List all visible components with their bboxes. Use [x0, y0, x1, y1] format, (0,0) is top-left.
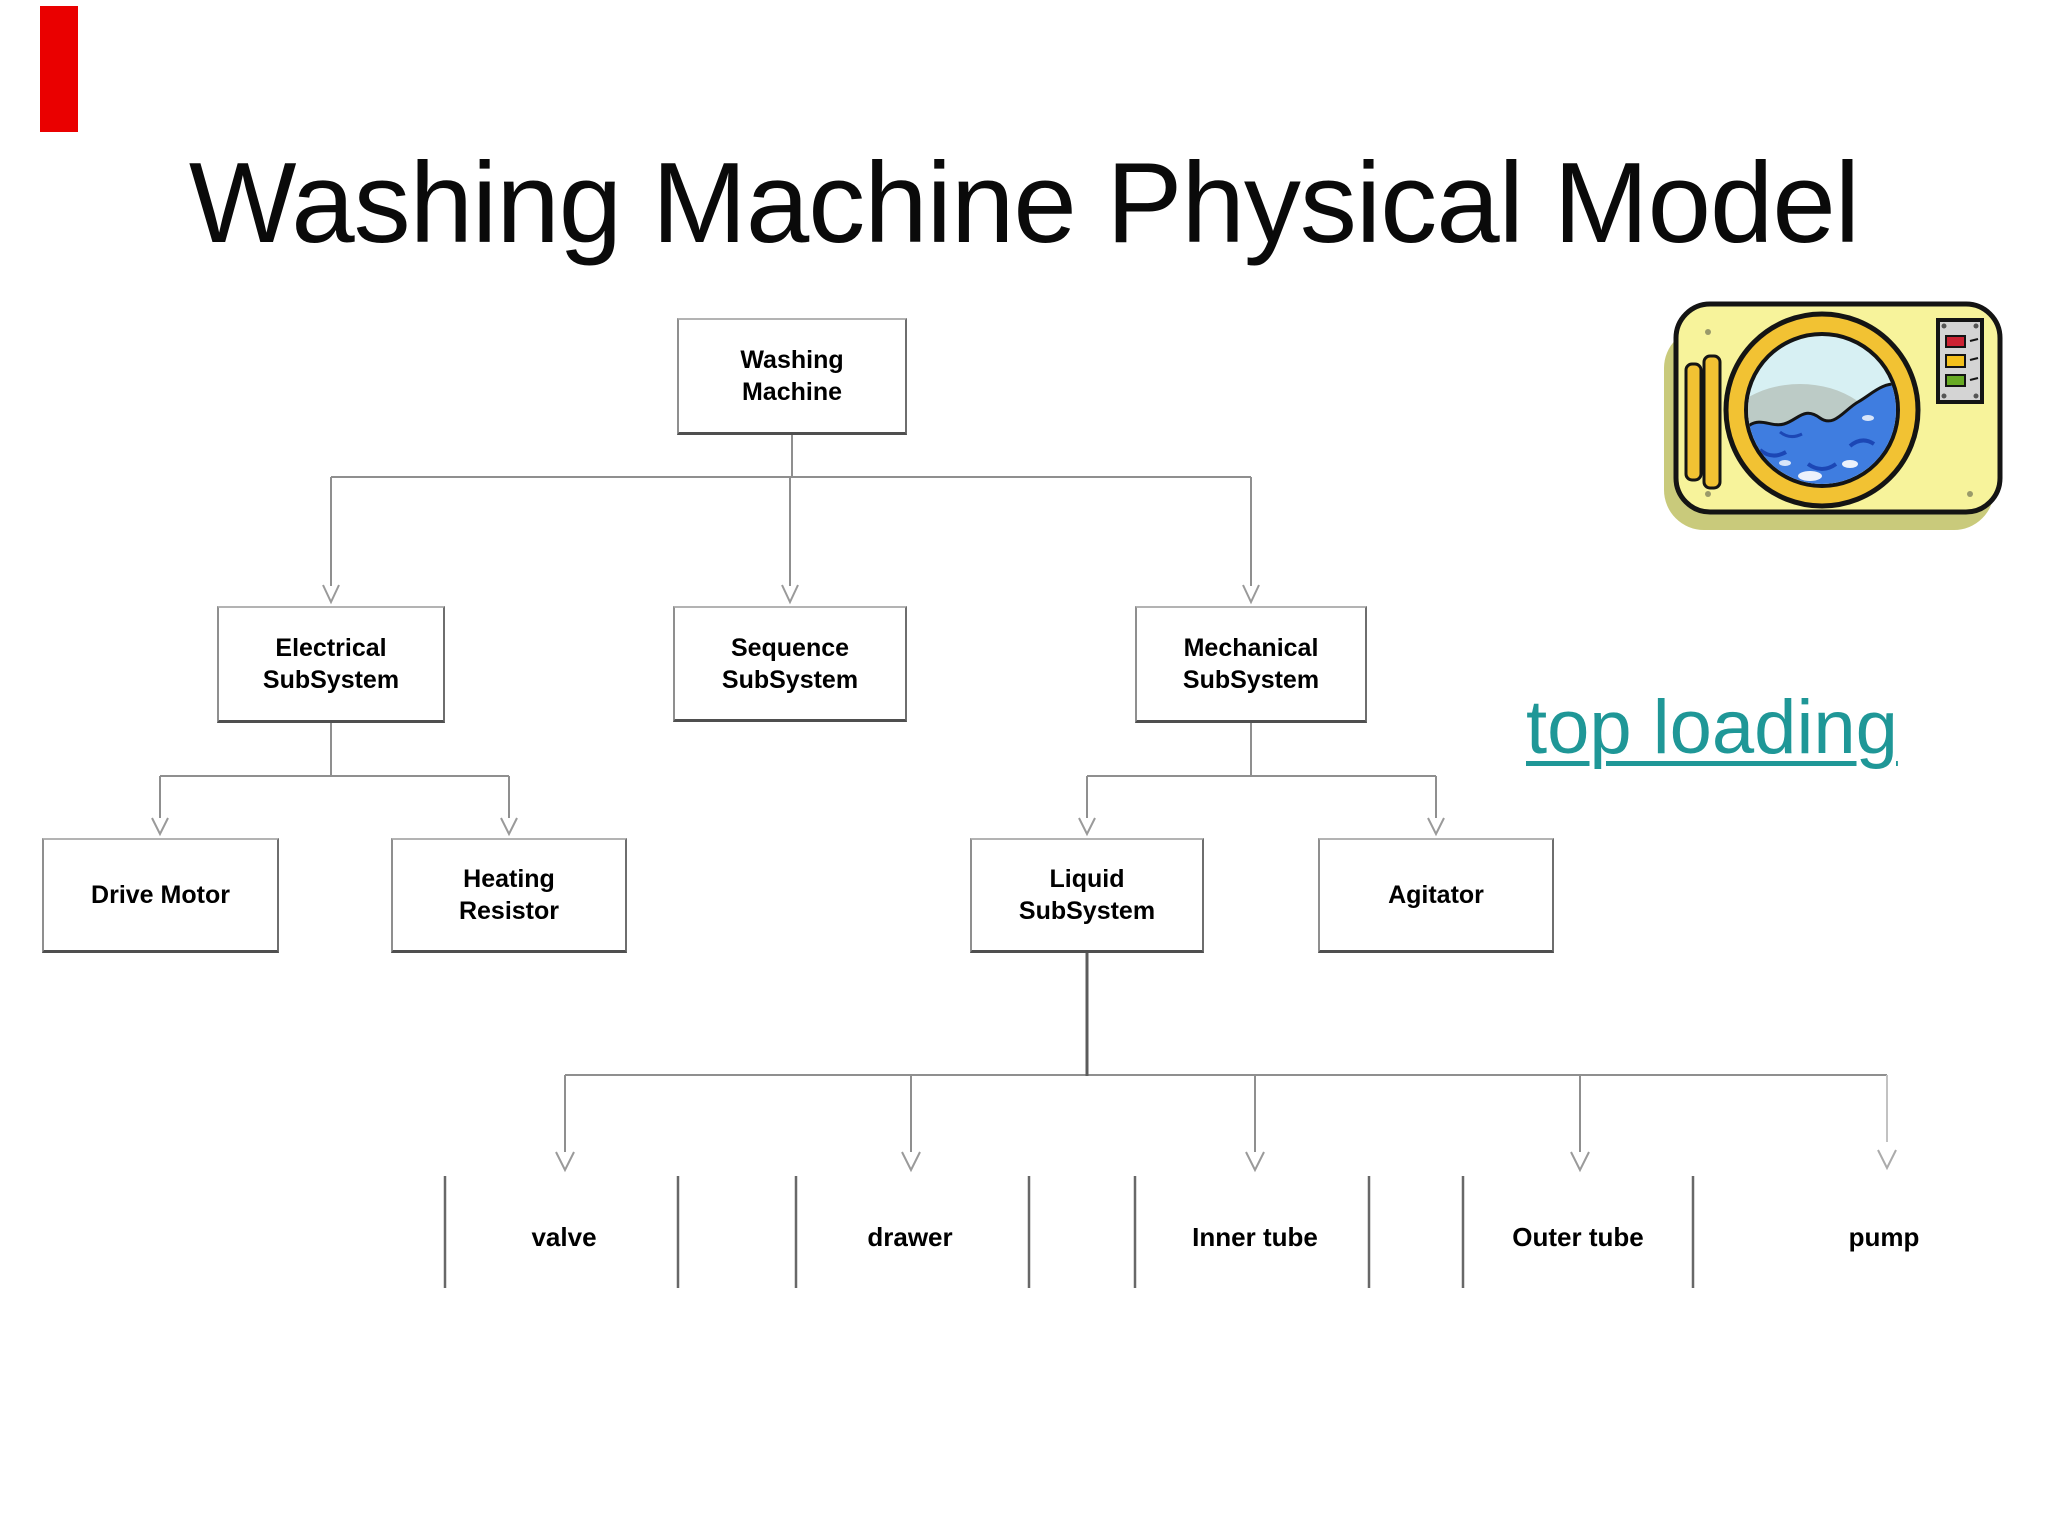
- node-mechanical-subsystem: Mechanical SubSystem: [1135, 606, 1367, 723]
- arrowheads: [151, 584, 1897, 1173]
- node-mechanical-line2: SubSystem: [1182, 666, 1320, 694]
- leaf-label-drawer: drawer: [867, 1222, 953, 1252]
- node-sequence-subsystem: Sequence SubSystem: [673, 606, 907, 722]
- leaf-label-outer-tube: Outer tube: [1512, 1222, 1644, 1252]
- node-heating-resistor-line2: Resistor: [458, 897, 560, 925]
- door-hinge: [1684, 354, 1722, 490]
- leaf-label-valve: valve: [531, 1222, 597, 1252]
- page-title: Washing Machine Physical Model: [188, 140, 1860, 267]
- node-agitator: Agitator: [1318, 838, 1554, 953]
- red-accent-bar: [40, 6, 78, 132]
- node-washing-machine-line2: Machine: [741, 378, 843, 406]
- node-drive-motor-label: Drive Motor: [91, 881, 230, 909]
- node-liquid-line2: SubSystem: [1018, 897, 1156, 925]
- panel-light-green: [1945, 374, 1966, 387]
- leaf-label-pump: pump: [1848, 1222, 1920, 1252]
- node-drive-motor: Drive Motor: [42, 838, 279, 953]
- washing-machine-clipart-icon: [1664, 301, 2003, 530]
- node-washing-machine: Washing Machine: [677, 318, 907, 435]
- top-loading-link[interactable]: top loading: [1526, 685, 1898, 770]
- node-electrical-subsystem: Electrical SubSystem: [217, 606, 445, 723]
- node-sequence-line2: SubSystem: [721, 665, 859, 694]
- node-sequence-line1: Sequence: [730, 633, 850, 662]
- node-electrical-line2: SubSystem: [262, 666, 400, 694]
- node-liquid-line1: Liquid: [1049, 865, 1125, 893]
- node-agitator-label: Agitator: [1388, 881, 1484, 909]
- panel-light-red: [1945, 335, 1966, 348]
- panel-light-yellow: [1945, 354, 1966, 368]
- leaf-label-inner-tube: Inner tube: [1192, 1222, 1318, 1252]
- node-mechanical-line1: Mechanical: [1183, 634, 1319, 662]
- node-heating-resistor: Heating Resistor: [391, 838, 627, 953]
- node-washing-machine-line1: Washing: [740, 346, 844, 374]
- node-heating-resistor-line1: Heating: [463, 865, 555, 893]
- node-liquid-subsystem: Liquid SubSystem: [970, 838, 1204, 953]
- control-panel: [1936, 318, 1984, 404]
- leaf-separators: [443, 1176, 1695, 1288]
- node-electrical-line1: Electrical: [275, 634, 387, 662]
